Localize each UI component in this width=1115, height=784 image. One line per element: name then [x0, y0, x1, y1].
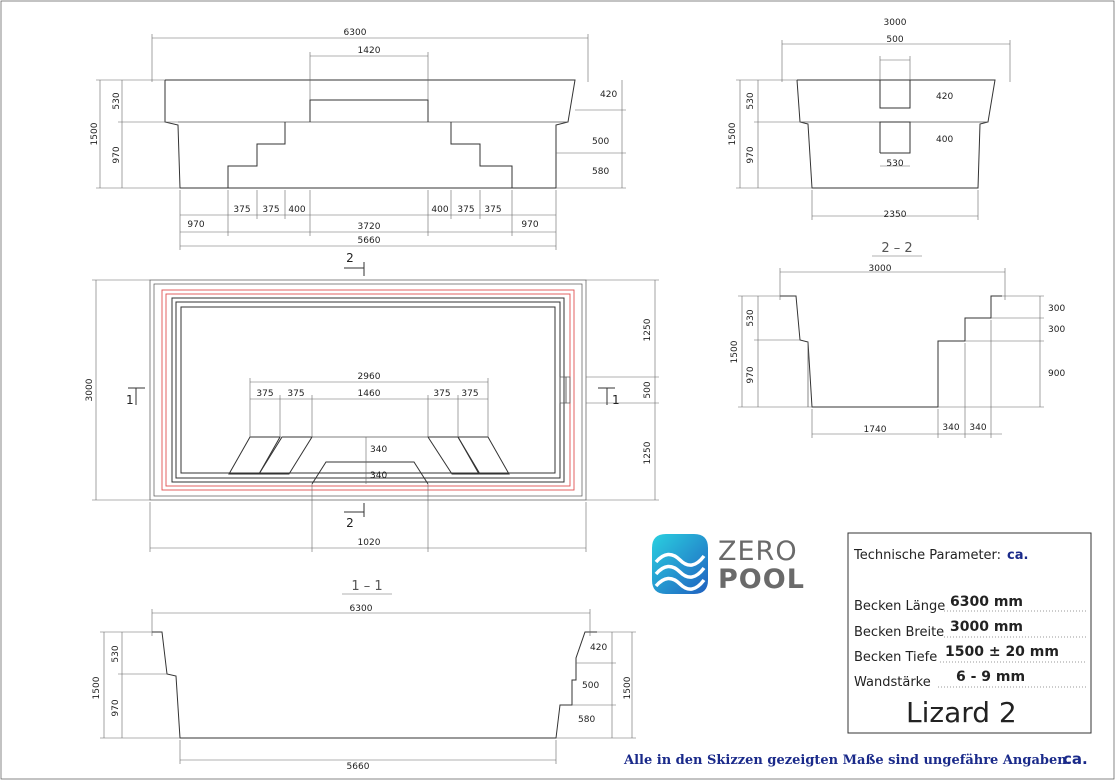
dim-top-970-right: 970: [521, 220, 538, 230]
cut-marker-2-top: 2: [346, 251, 354, 265]
dim-top-step-width: 1420: [358, 46, 381, 56]
dim-s11-depth-total-right: 1500: [623, 676, 633, 699]
dim-side-width: 3000: [884, 18, 907, 28]
dim-plan-1020: 1020: [358, 538, 381, 548]
param-value-breite: 3000 mm: [950, 619, 1023, 635]
dim-s22-width: 3000: [869, 264, 892, 274]
dim-side-420: 420: [936, 92, 953, 102]
dim-top-depth-lower: 970: [112, 146, 122, 163]
dim-top-375-d: 375: [484, 205, 501, 215]
cut-marker-1-right: 1: [612, 393, 620, 407]
dim-top-depth-upper: 530: [112, 92, 122, 109]
dim-side-2350: 2350: [884, 210, 907, 220]
dim-s11-5660: 5660: [347, 762, 370, 772]
params-title: Technische Parameter:: [853, 548, 1001, 563]
dim-s11-depth-lower: 970: [111, 699, 121, 716]
dim-plan-340-b: 340: [370, 471, 387, 481]
logo-text-zero: ZERO: [718, 536, 798, 567]
dim-plan-width: 3000: [85, 378, 95, 401]
dim-plan-375-c: 375: [433, 389, 450, 399]
logo-text-pool: POOL: [718, 564, 805, 595]
dim-s11-depth-upper: 530: [111, 645, 121, 662]
plan-view: [92, 262, 659, 552]
dim-plan-1460: 1460: [358, 389, 381, 399]
param-value-tiefe: 1500 ± 20 mm: [945, 644, 1059, 660]
param-value-laenge: 6300 mm: [950, 594, 1023, 610]
dim-plan-mid-500: 500: [643, 381, 653, 398]
cut-marker-1-left: 1: [126, 393, 134, 407]
dim-top-375-b: 375: [262, 205, 279, 215]
dim-top-970-left: 970: [187, 220, 204, 230]
elevation-long-view: [96, 34, 626, 250]
dim-s22-300-a: 300: [1048, 304, 1065, 314]
dim-plan-2960: 2960: [358, 372, 381, 382]
param-label-breite: Becken Breite: [854, 625, 944, 640]
dim-s22-900: 900: [1048, 369, 1065, 379]
params-title-ca: ca.: [1007, 548, 1028, 563]
dim-s22-depth-total: 1500: [730, 340, 740, 363]
dim-s11-500: 500: [582, 681, 599, 691]
footer-note: Alle in den Skizzen gezeigten Maße sind …: [623, 753, 1071, 768]
elevation-cross-view: [736, 40, 1011, 220]
dim-plan-lower-1250: 1250: [643, 441, 653, 464]
dim-side-depth-total: 1500: [728, 122, 738, 145]
dim-top-length: 6300: [344, 28, 367, 38]
dim-top-right-500: 500: [592, 137, 609, 147]
dim-s22-depth-upper: 530: [746, 309, 756, 326]
section-1-1: [100, 593, 636, 764]
dim-plan-upper-1250: 1250: [643, 318, 653, 341]
dim-plan-340-a: 340: [370, 445, 387, 455]
dim-side-400: 400: [936, 135, 953, 145]
footer-ca: ca.: [1063, 750, 1088, 768]
dim-s11-580: 580: [578, 715, 595, 725]
params-box: [847, 532, 1092, 734]
section-1-1-title: 1 – 1: [351, 579, 382, 594]
dim-top-400-right: 400: [431, 205, 448, 215]
dim-s22-340-a: 340: [942, 423, 959, 433]
dim-top-right-420: 420: [600, 90, 617, 100]
param-label-laenge: Becken Länge: [854, 599, 945, 614]
param-label-tiefe: Becken Tiefe: [854, 650, 937, 665]
zero-pool-wave-icon: [652, 534, 708, 594]
dim-top-400-left: 400: [288, 205, 305, 215]
dim-s22-340-b: 340: [969, 423, 986, 433]
dim-s11-length: 6300: [350, 604, 373, 614]
dim-top-375-c: 375: [457, 205, 474, 215]
param-value-wandstaerke: 6 - 9 mm: [956, 669, 1025, 685]
dim-side-530: 530: [886, 159, 903, 169]
model-name: Lizard 2: [906, 696, 1017, 729]
dim-s11-depth-total-left: 1500: [92, 676, 102, 699]
dim-side-depth-upper: 530: [746, 92, 756, 109]
section-2-2: [738, 255, 1044, 438]
dim-plan-375-a: 375: [256, 389, 273, 399]
dim-side-depth-lower: 970: [746, 146, 756, 163]
dim-s11-420: 420: [590, 643, 607, 653]
dim-top-5660: 5660: [358, 236, 381, 246]
section-2-2-title: 2 – 2: [881, 241, 912, 256]
dim-s22-300-b: 300: [1048, 325, 1065, 335]
dim-s22-depth-lower: 970: [746, 366, 756, 383]
dim-s22-1740: 1740: [864, 425, 887, 435]
cut-marker-2-bottom: 2: [346, 516, 354, 530]
dim-top-375-a: 375: [233, 205, 250, 215]
dim-plan-375-d: 375: [461, 389, 478, 399]
dim-top-3720: 3720: [358, 222, 381, 232]
dim-top-right-580: 580: [592, 167, 609, 177]
dim-side-top-500: 500: [886, 35, 903, 45]
dim-plan-375-b: 375: [287, 389, 304, 399]
dim-top-depth-total: 1500: [90, 122, 100, 145]
param-label-wandstaerke: Wandstärke: [854, 675, 931, 690]
